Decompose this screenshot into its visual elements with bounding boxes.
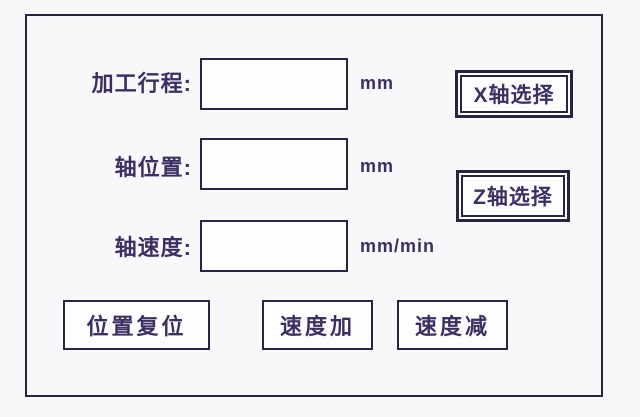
axis-position-unit: mm xyxy=(360,155,395,176)
machining-stroke-unit: mm xyxy=(360,72,395,93)
axis-speed-label: 轴速度: xyxy=(114,235,192,260)
x-axis-select-label: X轴选择 xyxy=(460,75,568,113)
z-axis-select-button[interactable]: Z轴选择 xyxy=(456,170,570,222)
axis-speed-unit: mm/min xyxy=(360,235,436,256)
speed-increase-button[interactable]: 速度加 xyxy=(262,300,373,350)
z-axis-select-label: Z轴选择 xyxy=(461,175,565,217)
speed-decrease-button[interactable]: 速度减 xyxy=(397,300,508,350)
position-reset-button[interactable]: 位置复位 xyxy=(63,300,210,350)
machining-stroke-input[interactable] xyxy=(200,58,348,110)
panel-frame xyxy=(25,14,603,397)
machining-stroke-label: 加工行程: xyxy=(91,71,192,96)
axis-position-input[interactable] xyxy=(200,138,348,190)
axis-speed-input[interactable] xyxy=(200,220,348,272)
x-axis-select-button[interactable]: X轴选择 xyxy=(455,70,573,118)
axis-position-label: 轴位置: xyxy=(114,155,192,180)
